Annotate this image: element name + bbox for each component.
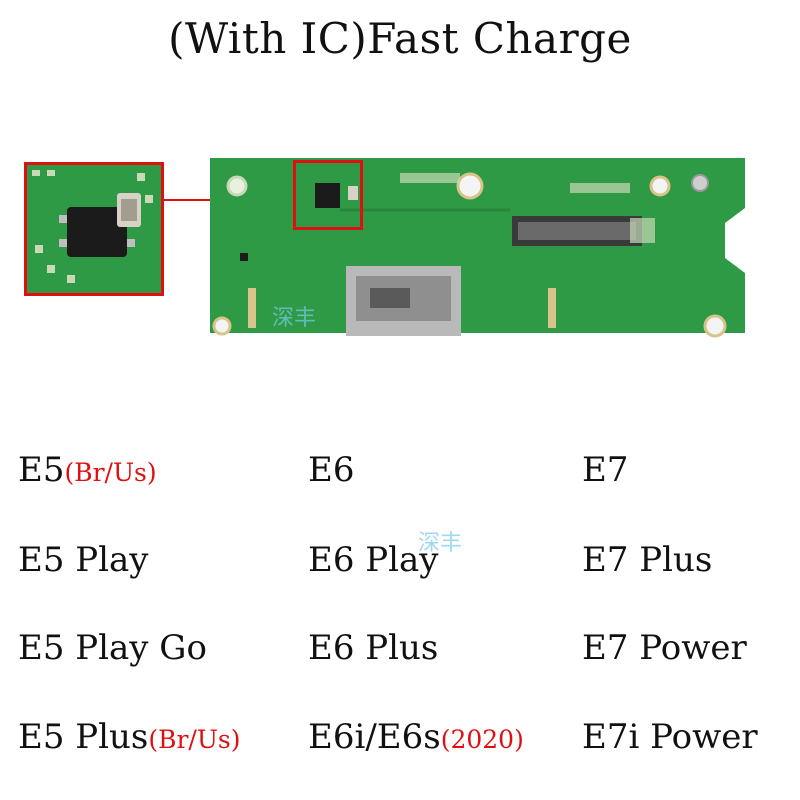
model-item: E6 Play xyxy=(308,540,439,580)
watermark: 深丰 xyxy=(418,531,463,556)
model-item: E6i/E6s(2020) xyxy=(308,717,524,757)
model-item: E7 Plus xyxy=(582,540,713,580)
ic-closeup-image xyxy=(27,165,161,293)
model-item: E7 xyxy=(582,450,629,490)
ic-zoom-inset xyxy=(24,162,164,296)
model-item: E5 Plus(Br/Us) xyxy=(18,717,241,757)
model-item: E7i Power xyxy=(582,717,758,757)
page-title: (With IC)Fast Charge xyxy=(168,14,632,63)
ic-highlight-box xyxy=(293,160,363,230)
pcb-board-image xyxy=(210,158,745,338)
model-item: E6 Plus xyxy=(308,628,439,668)
model-item: E6 xyxy=(308,450,355,490)
model-item: E5 Play xyxy=(18,540,149,580)
model-item: E5 Play Go xyxy=(18,628,207,668)
watermark: 深丰 xyxy=(272,306,317,331)
model-item: E7 Power xyxy=(582,628,747,668)
model-item: E5(Br/Us) xyxy=(18,450,157,490)
